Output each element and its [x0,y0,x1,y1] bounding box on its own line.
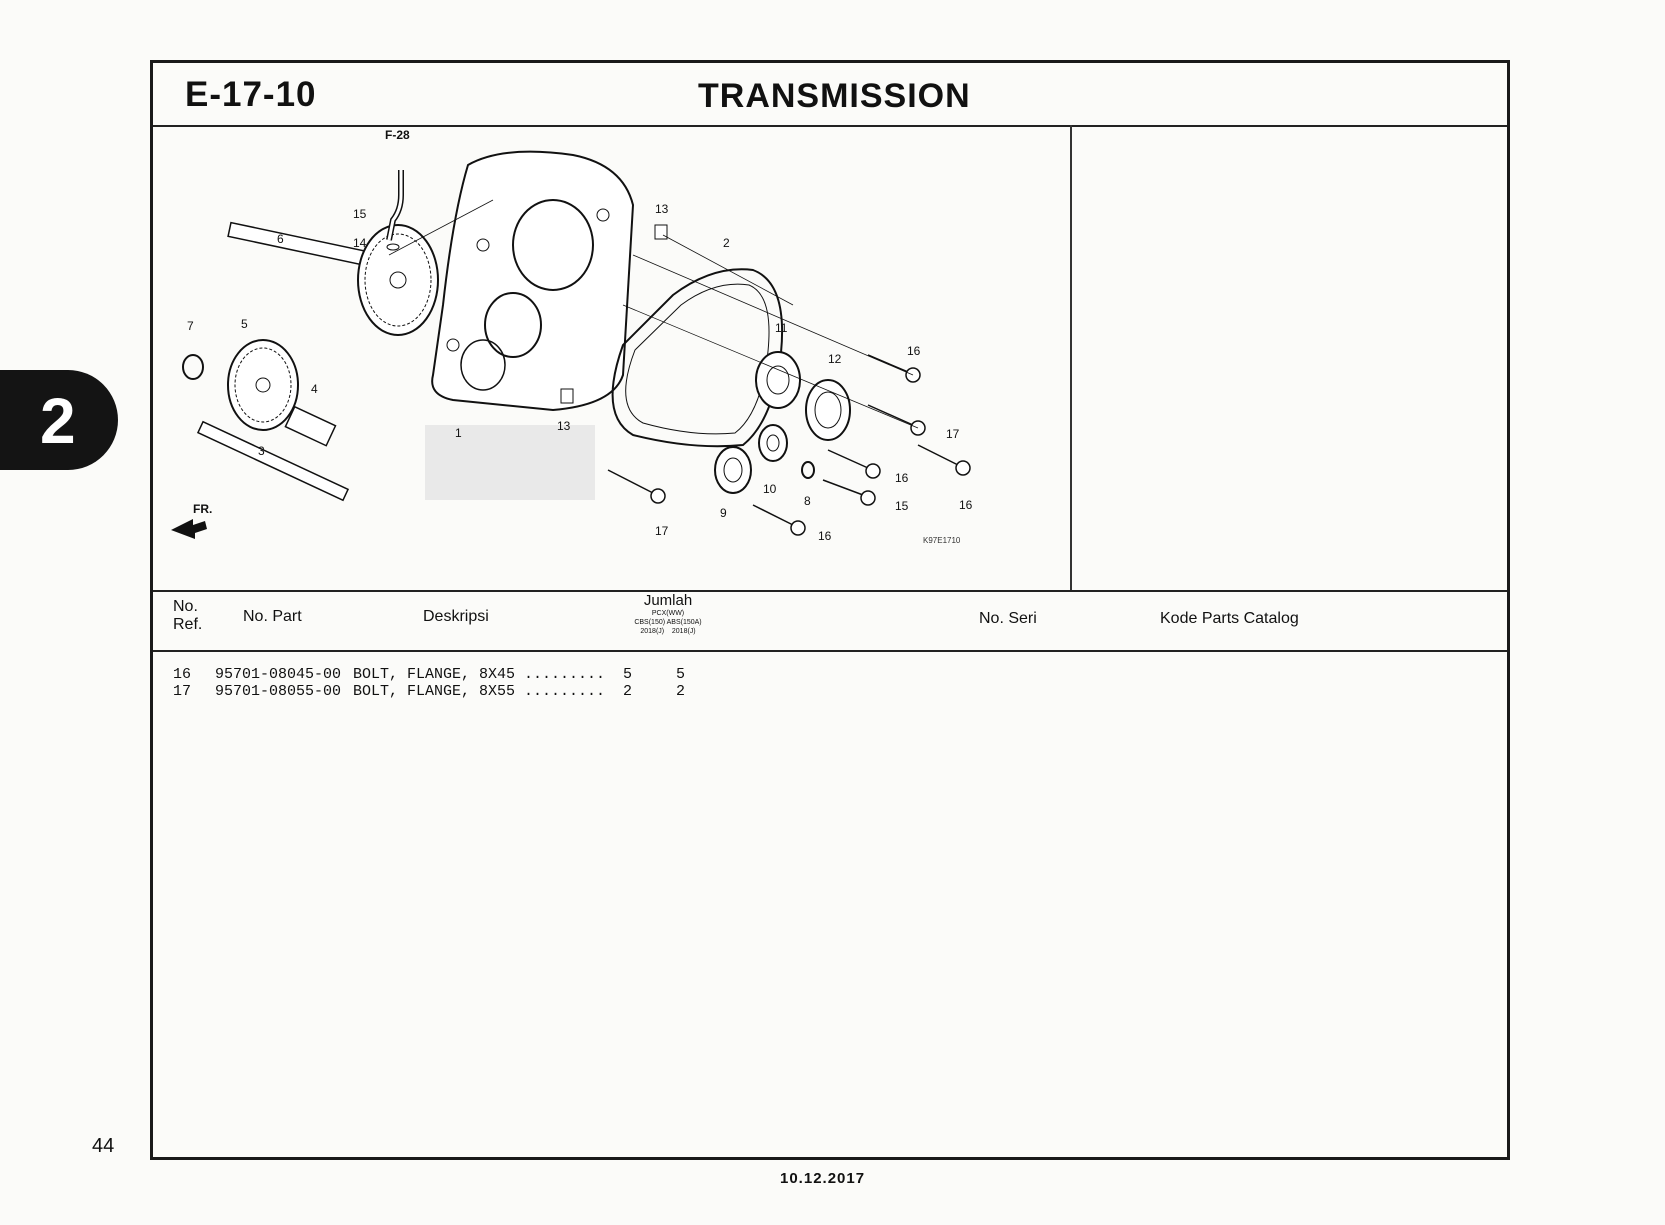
section-tab-number: 2 [40,385,76,457]
column-description: Deskripsi [423,608,489,625]
callout-1: 1 [455,426,462,440]
callout-2: 2 [723,236,730,250]
front-direction-label: FR. [193,502,212,516]
year-a-label: 2018(J) [640,628,665,635]
callout-9: 9 [720,506,727,520]
variant-a-label: CBS(150) [634,619,666,626]
catalog-page-frame: E-17-10 TRANSMISSION [150,60,1510,1160]
callout-6: 6 [277,232,284,246]
callout-15a: 15 [353,207,367,221]
callout-8: 8 [804,494,811,508]
callout-17b: 17 [655,524,669,538]
page-number: 44 [92,1135,115,1157]
page-header: E-17-10 TRANSMISSION [153,63,1507,127]
row-ref: 16 [173,666,192,683]
row-qty-b: 5 [676,666,686,683]
diagram-code: K97E1710 [923,536,961,545]
variant-labels: CBS(150) ABS(150A) [603,618,733,627]
callout-13b: 13 [557,419,571,433]
transmission-exploded-view: FR. F-28 1 2 3 4 5 6 7 8 9 10 11 12 13 1… [171,128,973,545]
model-label: PCX(WW) [651,610,685,617]
callout-16d: 16 [818,529,832,543]
callout-16a: 16 [907,344,921,358]
row-qty-a: 2 [623,683,633,700]
column-serial: No. Seri [979,610,1037,627]
row-qty-a: 5 [623,666,633,683]
callout-16b: 16 [895,471,909,485]
callout-3: 3 [258,444,265,458]
section-tab: 2 [0,370,118,470]
print-date: 10.12.2017 [780,1170,866,1187]
callout-4: 4 [311,382,318,396]
column-catalog-code: Kode Parts Catalog [1160,610,1299,627]
section-code: E-17-10 [185,75,317,114]
parts-table-header: No. Ref. No. Part Deskripsi Jumlah PCX(W… [153,590,1507,652]
table-row: 16 95701-08045-00 BOLT, FLANGE, 8X45 ...… [173,666,685,785]
variant-b-label: ABS(150A) [666,619,702,626]
exploded-parts-diagram: FR. F-28 1 2 3 4 5 6 7 8 9 10 11 12 13 1… [153,125,1072,590]
row-part-no: 95701-08055-00 [215,683,342,700]
callout-11: 11 [775,321,788,335]
quantity-label: Jumlah [643,592,693,609]
callout-12: 12 [828,352,842,366]
callout-17a: 17 [946,427,960,441]
callout-13a: 13 [655,202,669,216]
row-part-no: 95701-08045-00 [215,666,342,683]
callout-16c: 16 [959,498,973,512]
row-ref: 17 [173,683,192,700]
row-description: BOLT, FLANGE, 8X45 ......... [353,666,606,683]
year-labels: 2018(J) 2018(J) [603,627,733,636]
cross-reference-link: F-28 [385,128,410,142]
callout-15b: 15 [895,499,909,513]
callout-14: 14 [353,236,367,250]
column-quantity: Jumlah PCX(WW) CBS(150) ABS(150A) 2018(J… [603,592,733,636]
callout-5: 5 [241,317,248,331]
row-qty-b: 2 [676,683,686,700]
callout-7: 7 [187,319,194,333]
column-part-no: No. Part [243,608,302,625]
callout-10: 10 [763,482,777,496]
year-b-label: 2018(J) [671,628,696,635]
table-row: 17 95701-08055-00 BOLT, FLANGE, 8X55 ...… [173,683,685,802]
page-title: TRANSMISSION [698,77,971,115]
column-ref: No. Ref. [173,598,203,633]
row-description: BOLT, FLANGE, 8X55 ......... [353,683,606,700]
